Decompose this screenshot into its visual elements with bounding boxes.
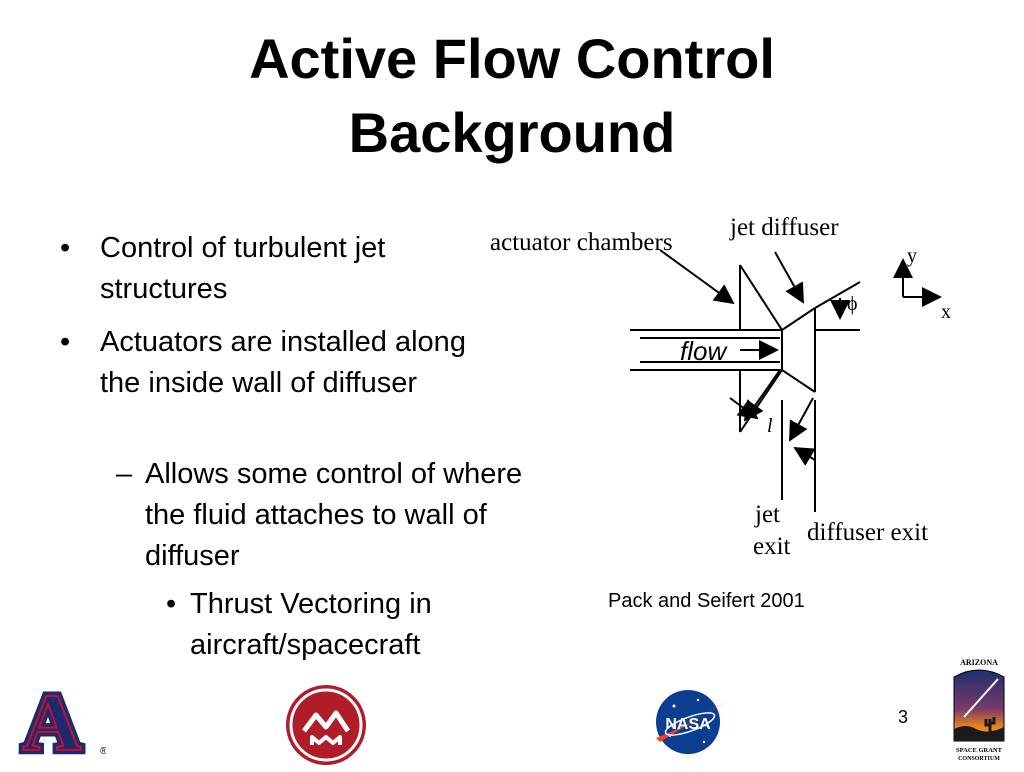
bullet-marker: •: [60, 326, 71, 358]
sg-top-text: ARIZONA: [960, 658, 998, 667]
label-jet-diffuser: jet diffuser: [729, 214, 839, 241]
phi-angle-marker: [814, 281, 861, 331]
space-grant-icon: ARIZONA SPACE GRANT CONSORTIUM: [953, 658, 1005, 762]
ua-letter-outline: A: [22, 686, 81, 758]
leader-arrows: [659, 249, 816, 466]
label-jet: jet: [754, 501, 780, 528]
nasa-meatball-icon: NASA: [656, 690, 728, 754]
ua-a-icon: A A ®: [18, 673, 108, 772]
exit-extension-lines: [781, 400, 816, 512]
label-exit: exit: [753, 533, 791, 560]
xy-axes: [893, 258, 942, 307]
jet-diffuser-diagram: actuator chambers jet diffuser flow ϕ y …: [485, 200, 965, 580]
ua-letter: A: [22, 686, 81, 758]
sg-bottom-text-2: CONSORTIUM: [958, 756, 1000, 762]
mountain-emblem-logo: [284, 683, 368, 772]
slide-title: Active Flow Control Background: [0, 22, 1024, 170]
bullet-text: Actuators are installed along the inside…: [100, 326, 466, 399]
sub-bullet-marker: –: [116, 458, 133, 490]
diagram-svg: actuator chambers jet diffuser flow ϕ y …: [490, 214, 951, 560]
label-l: l: [767, 415, 773, 437]
label-diffuser-exit: diffuser exit: [807, 519, 928, 546]
bullet-marker: •: [60, 232, 71, 264]
bullet-text: Control of turbulent jet structures: [100, 232, 386, 305]
title-line-2: Background: [348, 101, 676, 164]
nasa-wordmark: NASA: [665, 716, 711, 733]
figure-caption: Pack and Seifert 2001: [608, 590, 805, 612]
actuator-chambers: [739, 264, 783, 433]
title-line-1: Active Flow Control: [249, 27, 775, 90]
label-phi: ϕ: [847, 293, 858, 315]
sub-bullet-text: Allows some control of where the fluid a…: [145, 458, 523, 572]
sub-sub-bullet-text: Thrust Vectoring in aircraft/spacecraft: [190, 588, 432, 661]
arizona-space-grant-logo: ARIZONA SPACE GRANT CONSORTIUM: [946, 657, 1012, 770]
label-x-axis: x: [941, 301, 951, 323]
label-y-axis: y: [907, 245, 917, 267]
ua-registered-mark: ®: [100, 746, 106, 757]
diffuser-walls: [781, 307, 816, 393]
nasa-logo: NASA: [652, 686, 730, 763]
sub-sub-bullet-marker: •: [166, 588, 177, 620]
university-of-arizona-logo: A A ®: [18, 673, 108, 772]
mountain-emblem-icon: [286, 685, 366, 765]
sg-bottom-text-1: SPACE GRANT: [956, 747, 1003, 754]
page-number: 3: [898, 707, 909, 727]
label-actuator-chambers: actuator chambers: [490, 229, 673, 256]
